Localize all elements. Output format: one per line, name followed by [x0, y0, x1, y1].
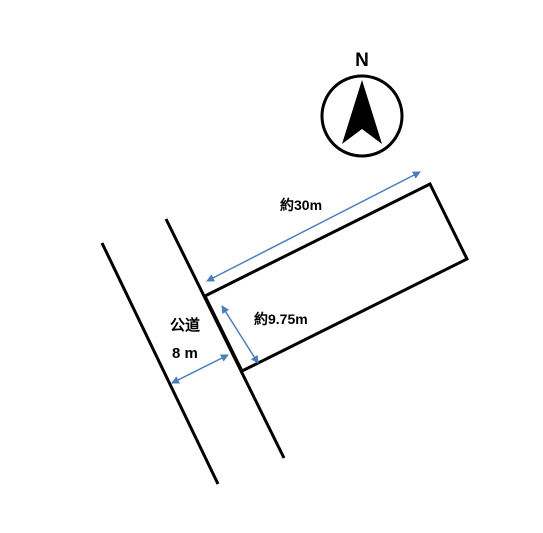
plot-length-label: 約30m — [280, 197, 322, 213]
road-left-edge — [100, 242, 220, 485]
road-type-label: 公道 — [170, 316, 200, 334]
plot-depth-label: 約9.75m — [254, 311, 308, 327]
north-compass: N — [320, 50, 404, 158]
north-label: N — [355, 50, 369, 71]
road-width-dimension-arrow — [171, 354, 229, 384]
road-width-label: 8 m — [172, 345, 198, 362]
length-dimension-arrow — [206, 171, 421, 282]
plot-outline — [202, 181, 470, 374]
depth-dimension-arrow — [221, 305, 259, 364]
compass-ring — [320, 74, 404, 158]
north-arrow-icon — [342, 80, 382, 144]
